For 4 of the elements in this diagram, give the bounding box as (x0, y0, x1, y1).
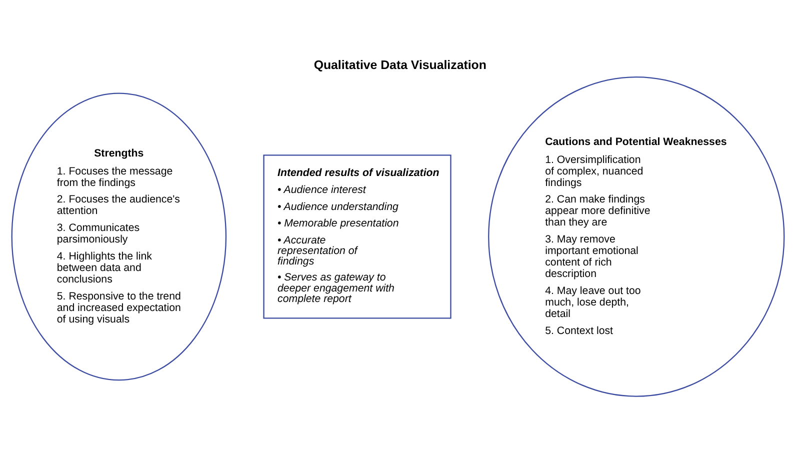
node-box: Intended results of visualization • Audience interest • Audience understanding • Memorable presentation • Accurate representation of findings • Serves as gateway to deeper engagement with complete report (263, 154, 452, 318)
diagram-title: Qualitative Data Visualization (314, 58, 486, 72)
node-ellipse: Strengths 1. Focuses the message from the findings 2. Focuses the audience's attention 3. Communicates parsimoniously 4. Highlights the link between data and conclusions 5. Responsive to the trend and increased expectation of using visuals (11, 92, 227, 380)
node-circle: Cautions and Potential Weaknesses 1. Oversimplification of complex, nuanced findings 2. Can make findings appear more definitive than they are 3. May remove important emotional content of rich description 4. May leave out too much, lose depth, detail 5. Context lost (488, 76, 785, 396)
